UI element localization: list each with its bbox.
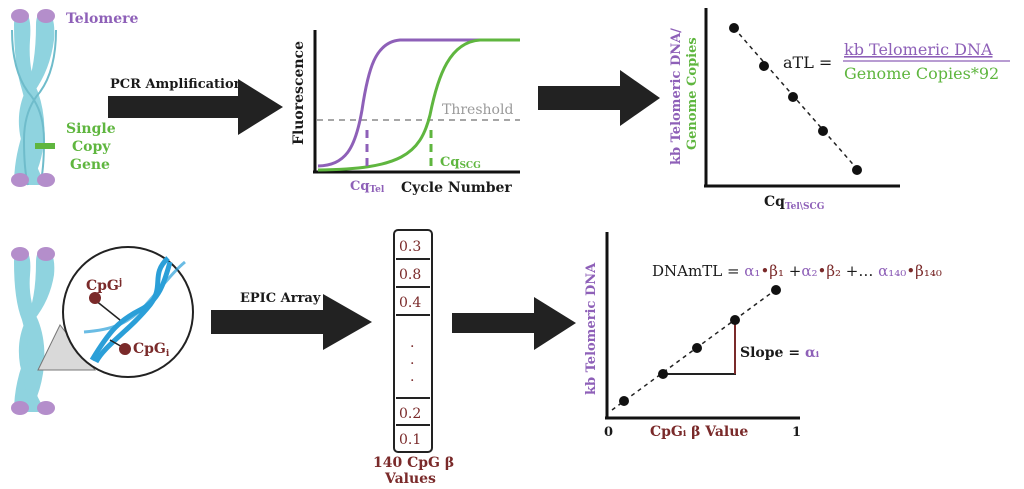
cq-scg-label: CqSCG [440,155,481,171]
standard-point-5 [852,165,862,175]
standard-ylabel-bottom: Genome Copies [685,37,700,150]
pcr-amplification-label: PCR Amplification [110,77,244,92]
standard-curve-plot [704,8,900,188]
regression-point-1 [619,396,629,406]
regression-x-max: 1 [792,425,801,440]
slope-label: Slope = αᵢ [740,345,820,361]
regression-point-4 [730,315,740,325]
single-copy-gene-line2: Copy [72,139,111,155]
cpg-i-marker [119,343,131,355]
standard-point-4 [818,126,828,136]
standard-point-3 [788,92,798,102]
beta-ellipsis-1: . [410,335,414,351]
regression-point-2 [658,369,668,379]
single-copy-gene-band [35,143,55,149]
regression-point-3 [692,343,702,353]
telomere-curve [317,38,520,168]
beta-ellipsis-2: . [410,352,414,368]
cq-tel-label: CqTel [350,179,385,195]
qpcr-xlabel: Cycle Number [401,180,512,196]
standard-xlabel: CqTel\SCG [764,194,824,212]
regression-xlabel: CpGᵢ β Value [650,424,748,440]
beta-value-1: 0.3 [399,239,421,255]
regression-point-5 [771,285,781,295]
cpg-j-label: CpGj [86,278,122,294]
single-copy-gene-line1: Single [66,121,116,137]
atl-denominator: Genome Copies*92 [844,64,999,83]
standard-point-1 [729,23,739,33]
epic-arrow [211,294,372,350]
beta-caption-line2: Values [384,471,436,487]
regression-ylabel: kb Telomeric DNA [584,262,599,395]
standard-ylabel-top: kb Telomeric DNA/ [669,28,684,165]
telomere-label: Telomere [66,11,138,27]
beta-caption-line1: 140 CpG β [373,455,454,471]
beta-value-3: 0.4 [399,295,421,311]
dnamtl-equation: DNAmTL = α₁•β₁ +α₂•β₂ +… α₁₄₀•β₁₄₀ [652,262,942,280]
pcr-arrow [108,79,283,135]
cpg-i-label: CpGi [133,341,170,359]
beta-value-5: 0.1 [399,432,421,448]
beta-column [393,229,433,453]
beta-value-2: 0.8 [399,267,421,283]
beta-ellipsis-3: . [410,369,414,385]
chromosome-bottom [11,247,97,415]
regression-plot [605,232,800,420]
cpg-j-marker [89,292,101,304]
scg-curve [317,38,520,172]
qpcr-ylabel: Fluorescence [291,41,307,145]
regression-arrow [452,297,576,350]
epic-array-label: EPIC Array [240,291,321,306]
regression-x-min: 0 [604,425,613,440]
atl-equation-lhs: aTL = [783,53,832,72]
standard-curve-arrow [538,70,660,126]
beta-value-4: 0.2 [399,406,421,422]
threshold-label: Threshold [442,102,513,118]
single-copy-gene-line3: Gene [70,157,110,173]
dna-zoom-circle [62,246,194,378]
chromosome-top [11,9,57,187]
qpcr-plot [313,30,520,174]
standard-point-2 [759,61,769,71]
atl-numerator: kb Telomeric DNA [844,40,993,59]
